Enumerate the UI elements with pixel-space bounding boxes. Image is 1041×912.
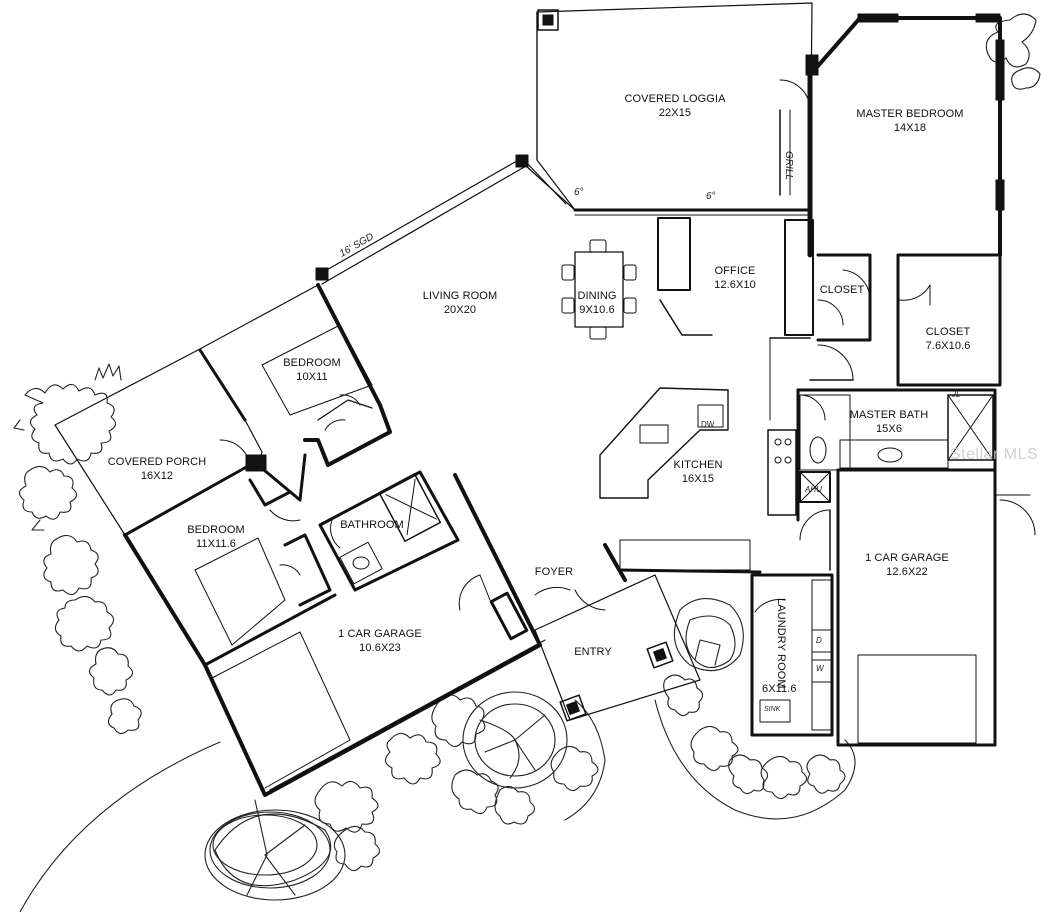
room-label-living-room: LIVING ROOM 20X20 xyxy=(423,289,497,317)
room-name: CLOSET xyxy=(819,284,865,296)
room-size: 15X6 xyxy=(875,423,903,435)
annotation-dryer: D xyxy=(816,636,822,645)
annotation-washer: W xyxy=(816,664,824,673)
room-name: FOYER xyxy=(534,566,574,578)
room-label-kitchen: KITCHEN 16X15 xyxy=(674,458,723,486)
room-label-garage-right: 1 CAR GARAGE 12.6X22 xyxy=(865,551,949,579)
room-name: OFFICE xyxy=(714,265,756,277)
room-size: 6X11.6 xyxy=(762,683,797,695)
room-size: 16X15 xyxy=(681,473,715,485)
room-name: KITCHEN xyxy=(673,459,723,471)
annotation-grill: GRILL xyxy=(782,151,794,180)
room-name: ENTRY xyxy=(574,646,612,658)
room-size: 10.6X23 xyxy=(359,642,401,654)
room-label-foyer: FOYER xyxy=(535,565,573,579)
room-size: 16X12 xyxy=(140,470,174,482)
room-size: 20X20 xyxy=(443,304,477,316)
room-label-closet-small: CLOSET xyxy=(820,283,865,297)
room-name: LAUNDRY ROOM xyxy=(775,598,787,689)
room-label-bathroom: BATHROOM xyxy=(340,518,404,532)
room-size: 7.6X10.6 xyxy=(925,340,971,352)
stellar-mls-watermark: Stellar MLS xyxy=(950,446,1039,463)
room-size: 10X11 xyxy=(296,371,328,383)
annotation-angle-b: 6° xyxy=(706,191,716,202)
room-name: BATHROOM xyxy=(340,519,404,531)
room-name: COVERED PORCH xyxy=(107,456,207,468)
building-walls xyxy=(54,2,1036,797)
room-label-dining: DINING 9X10.6 xyxy=(577,289,616,317)
room-name: MASTER BATH xyxy=(849,409,929,421)
room-label-closet-master: CLOSET 7.6X10.6 xyxy=(926,325,971,353)
room-label-master-bedroom: MASTER BEDROOM 14X18 xyxy=(856,107,963,135)
room-name: DINING xyxy=(577,290,617,302)
room-label-garage-left: 1 CAR GARAGE 10.6X23 xyxy=(338,627,422,655)
room-name: BEDROOM xyxy=(187,524,245,536)
room-name: COVERED LOGGIA xyxy=(624,93,726,105)
room-size: 12.6X22 xyxy=(886,566,928,578)
room-name: CLOSET xyxy=(925,326,971,338)
room-name: MASTER BEDROOM xyxy=(856,108,964,120)
room-label-bedroom-2: BEDROOM 11X11.6 xyxy=(187,523,245,551)
annotation-dw: DW xyxy=(701,420,715,429)
room-size: 9X10.6 xyxy=(579,304,615,316)
room-name: BEDROOM xyxy=(283,357,341,369)
room-label-covered-loggia: COVERED LOGGIA 22X15 xyxy=(624,92,725,120)
annotation-ahu: AHU xyxy=(805,485,822,494)
room-size: 14X18 xyxy=(893,122,927,134)
landscape-shrubs xyxy=(13,13,1041,912)
annotation-sink: SINK xyxy=(764,706,781,713)
room-label-master-bath: MASTER BATH 15X6 xyxy=(850,408,929,436)
room-label-office: OFFICE 12.6X10 xyxy=(714,264,756,292)
room-size: 11X11.6 xyxy=(195,538,237,550)
annotation-angle-a: 6° xyxy=(574,187,584,198)
annotation-jl: JL xyxy=(952,390,961,399)
room-name: LIVING ROOM xyxy=(422,290,498,302)
room-label-bedroom-1: BEDROOM 10X11 xyxy=(283,356,341,384)
room-name: 1 CAR GARAGE xyxy=(865,552,949,564)
room-size: 12.6X10 xyxy=(714,279,756,291)
room-label-covered-porch: COVERED PORCH 16X12 xyxy=(108,455,206,483)
room-size: 22X15 xyxy=(658,107,692,119)
room-label-entry: ENTRY xyxy=(574,645,612,659)
room-name: 1 CAR GARAGE xyxy=(338,628,422,640)
